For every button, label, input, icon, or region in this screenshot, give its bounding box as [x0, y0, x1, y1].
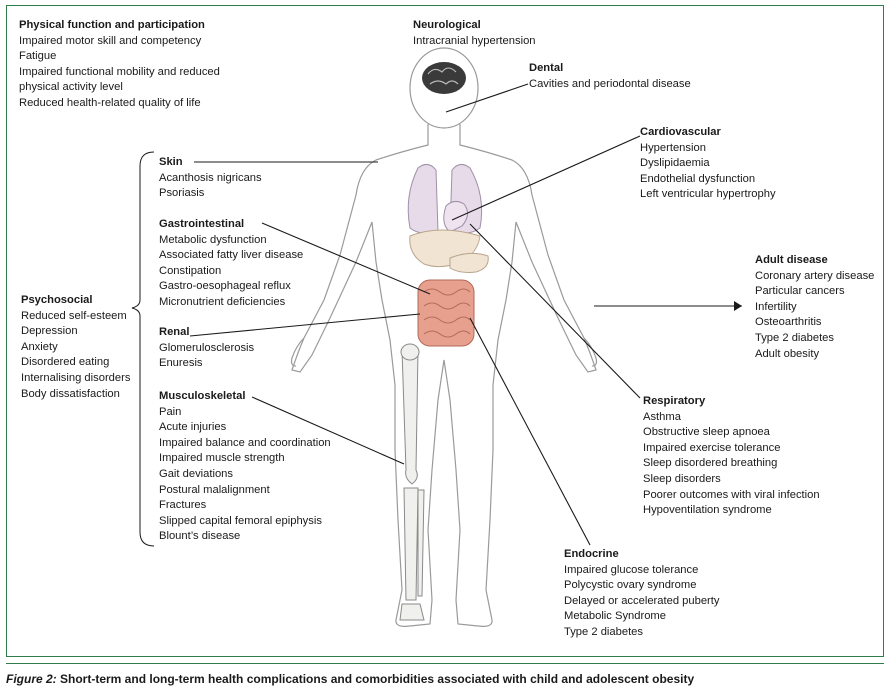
gastrointestinal-item: Associated fatty liver disease [159, 249, 304, 262]
physical-item: physical activity level [19, 81, 123, 94]
renal-item: Glomerulosclerosis [159, 341, 255, 354]
cardiovascular-item: Dyslipidaemia [640, 157, 710, 170]
psychosocial-item: Anxiety [21, 340, 58, 353]
psychosocial-group: Psychosocial Reduced self-esteem Depress… [21, 293, 130, 402]
dental-heading: Dental [529, 62, 564, 74]
renal-heading: Renal [159, 326, 190, 338]
endocrine-heading: Endocrine [564, 548, 619, 560]
physical-item: Impaired motor skill and competency [19, 34, 202, 47]
brain-icon [422, 62, 466, 94]
endocrine-item: Polycystic ovary syndrome [564, 579, 697, 592]
adult-item: Infertility [755, 300, 797, 313]
respiratory-group: Respiratory Asthma Obstructive sleep apn… [643, 394, 820, 519]
musculoskeletal-item: Acute injuries [159, 421, 227, 434]
adult-heading: Adult disease [755, 254, 828, 266]
body-illustration [131, 47, 742, 627]
figure-caption: Figure 2: Short-term and long-term healt… [6, 672, 694, 686]
musculoskeletal-item: Blount’s disease [159, 530, 241, 543]
musculoskeletal-heading: Musculoskeletal [159, 390, 246, 402]
psychosocial-item: Disordered eating [21, 356, 110, 369]
dental-group: Dental Cavities and periodontal disease [529, 61, 691, 92]
bracket-lines [131, 151, 155, 547]
skin-heading: Skin [159, 156, 183, 168]
physical-item: Reduced health-related quality of life [19, 96, 201, 109]
physical-item: Fatigue [19, 50, 57, 63]
musculoskeletal-item: Gait deviations [159, 467, 234, 480]
respiratory-item: Asthma [643, 410, 681, 423]
caption-label: Figure 2: [6, 672, 57, 686]
cardiovascular-item: Endothelial dysfunction [640, 172, 756, 185]
cardiovascular-group: Cardiovascular Hypertension Dyslipidaemi… [640, 125, 776, 203]
heart-icon [443, 200, 468, 233]
gastrointestinal-item: Gastro-oesophageal reflux [159, 280, 291, 293]
musculoskeletal-item: Pain [159, 405, 182, 418]
physical-function-group: Physical function and participation Impa… [19, 18, 220, 112]
cardiovascular-item: Hypertension [640, 141, 706, 154]
renal-item: Enuresis [159, 357, 203, 370]
caption-divider [6, 663, 884, 664]
adult-item: Type 2 diabetes [755, 331, 834, 344]
adult-item: Particular cancers [755, 285, 845, 298]
psychosocial-item: Internalising disorders [21, 371, 131, 384]
respiratory-heading: Respiratory [643, 395, 706, 407]
musculoskeletal-item: Impaired muscle strength [159, 452, 285, 465]
endocrine-group: Endocrine Impaired glucose tolerance Pol… [564, 547, 719, 641]
psychosocial-item: Depression [21, 325, 78, 338]
musculoskeletal-group: Musculoskeletal Pain Acute injuries Impa… [159, 389, 331, 545]
physical-item: Impaired functional mobility and reduced [19, 65, 220, 78]
respiratory-item: Obstructive sleep apnoea [643, 426, 770, 439]
dental-item: Cavities and periodontal disease [529, 77, 691, 90]
liver-icon [409, 229, 489, 273]
gastrointestinal-item: Constipation [159, 264, 222, 277]
respiratory-item: Sleep disorders [643, 472, 721, 485]
adult-item: Adult obesity [755, 347, 820, 360]
psychosocial-item: Reduced self-esteem [21, 309, 127, 322]
respiratory-item: Sleep disordered breathing [643, 457, 778, 470]
musculoskeletal-item: Impaired balance and coordination [159, 436, 331, 449]
leg-bones-icon [399, 343, 425, 621]
endocrine-item: Impaired glucose tolerance [564, 563, 699, 576]
respiratory-item: Hypoventilation syndrome [643, 504, 772, 517]
physical-heading: Physical function and participation [19, 19, 205, 31]
skin-item: Psoriasis [159, 187, 205, 200]
musculoskeletal-item: Postural malalignment [159, 483, 270, 496]
connector-lines [189, 83, 742, 546]
endocrine-item: Delayed or accelerated puberty [564, 594, 720, 607]
gastrointestinal-heading: Gastrointestinal [159, 218, 245, 230]
body-outline [290, 47, 598, 627]
adult-disease-group: Adult disease Coronary artery disease Pa… [755, 253, 874, 362]
neurological-group: Neurological Intracranial hypertension [413, 18, 536, 49]
gastrointestinal-item: Micronutrient deficiencies [159, 295, 286, 308]
cardiovascular-item: Left ventricular hypertrophy [640, 188, 776, 201]
skin-item: Acanthosis nigricans [159, 171, 262, 184]
endocrine-item: Type 2 diabetes [564, 625, 643, 638]
musculoskeletal-item: Fractures [159, 499, 207, 512]
adult-item: Coronary artery disease [755, 269, 875, 282]
gastrointestinal-item: Metabolic dysfunction [159, 233, 267, 246]
psychosocial-heading: Psychosocial [21, 294, 93, 306]
cardiovascular-heading: Cardiovascular [640, 126, 721, 138]
respiratory-item: Impaired exercise tolerance [643, 441, 781, 454]
musculoskeletal-item: Slipped capital femoral epiphysis [159, 514, 322, 527]
adult-item: Osteoarthritis [755, 316, 822, 329]
psychosocial-item: Body dissatisfaction [21, 387, 120, 400]
skin-group: Skin Acanthosis nigricans Psoriasis [159, 155, 262, 202]
neurological-item: Intracranial hypertension [413, 34, 536, 47]
caption-text: Short-term and long-term health complica… [60, 672, 695, 686]
intestine-icon [417, 279, 475, 347]
gastrointestinal-group: Gastrointestinal Metabolic dysfunction A… [159, 217, 303, 311]
respiratory-item: Poorer outcomes with viral infection [643, 488, 820, 501]
endocrine-item: Metabolic Syndrome [564, 610, 666, 623]
renal-group: Renal Glomerulosclerosis Enuresis [159, 325, 254, 372]
neurological-heading: Neurological [413, 19, 481, 31]
